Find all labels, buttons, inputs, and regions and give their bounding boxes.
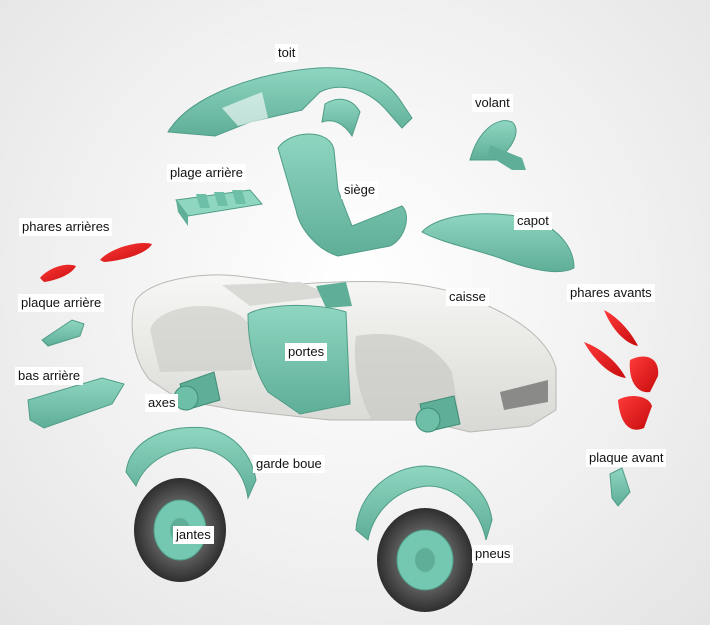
mudguard-parts: [125, 426, 493, 541]
rear-bottom-part: [27, 377, 125, 429]
label-plaque-arriere: plaque arrière: [18, 294, 105, 312]
seat-part: [277, 133, 407, 257]
axle-parts: [173, 371, 461, 433]
rear-plate-part: [41, 319, 85, 347]
roof-part: [167, 67, 413, 138]
rear-shelf-part: [175, 189, 263, 226]
rear-lights-part: [40, 242, 152, 282]
label-volant: volant: [472, 94, 513, 112]
label-plage-arriere: plage arrière: [167, 164, 246, 182]
label-phares-arrieres: phares arrières: [19, 218, 113, 236]
label-portes: portes: [285, 343, 328, 361]
label-bas-arriere: bas arrière: [15, 367, 84, 385]
label-plaque-avant: plaque avant: [586, 449, 667, 467]
label-jantes: jantes: [173, 526, 214, 544]
label-toit: toit: [275, 44, 299, 62]
label-axes: axes: [145, 394, 179, 412]
front-wheel-part: [377, 508, 473, 612]
steering-wheel-part: [469, 120, 526, 170]
label-siege: siège: [341, 181, 379, 199]
label-caisse: caisse: [446, 288, 489, 306]
front-plate-part: [609, 467, 631, 507]
label-garde-boue: garde boue: [253, 455, 325, 473]
label-capot: capot: [514, 212, 552, 230]
label-phares-avants: phares avants: [567, 284, 655, 302]
front-lights-part: [584, 310, 659, 430]
label-pneus: pneus: [472, 545, 514, 563]
